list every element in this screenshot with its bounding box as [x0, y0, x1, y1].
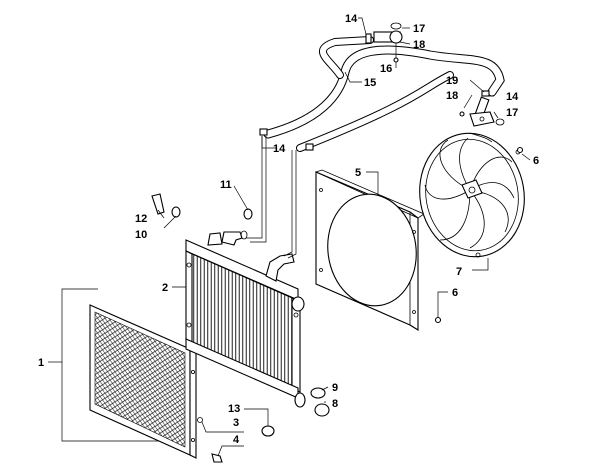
- cooling-fan: [419, 132, 525, 258]
- callout-18-top: 18: [413, 39, 425, 51]
- callout-4: 4: [233, 434, 240, 446]
- callout-3: 3: [233, 417, 239, 429]
- callout-13: 13: [228, 403, 240, 415]
- callout-12: 12: [135, 213, 147, 225]
- callout-10: 10: [135, 229, 147, 241]
- callout-17-right: 17: [506, 107, 518, 119]
- callout-5: 5: [355, 167, 361, 179]
- callout-1-bracket: [48, 288, 190, 442]
- callout-7: 7: [456, 266, 462, 278]
- callout-14-top: 14: [345, 13, 358, 25]
- callout-2: 2: [162, 282, 168, 294]
- callout-19: 19: [446, 75, 458, 87]
- callout-15: 15: [364, 77, 376, 89]
- callout-17-top: 17: [413, 23, 425, 35]
- callout-14-right: 14: [506, 91, 519, 103]
- callout-1: 1: [38, 357, 44, 369]
- thermostat-housing: [459, 96, 505, 127]
- callout-18-right: 18: [446, 90, 458, 102]
- callout-16: 16: [380, 63, 392, 75]
- grille-screen: [89, 304, 197, 459]
- callout-6-top: 6: [533, 155, 539, 167]
- fan-shroud: [314, 169, 425, 331]
- callout-leaders: [157, 17, 531, 457]
- callout-6-bottom: 6: [452, 287, 458, 299]
- callout-labels: 1 2 3 4 5 6 6 7 8 9 10 11 12 13 14 14 14…: [38, 13, 539, 446]
- coolant-hoses: [246, 33, 505, 259]
- hardware-parts: [151, 146, 524, 463]
- callout-11: 11: [220, 179, 232, 191]
- callout-14-middle: 14: [273, 143, 286, 155]
- tee-fitting: [373, 22, 403, 63]
- radiator: [185, 230, 306, 408]
- callout-8: 8: [332, 398, 338, 410]
- callout-9: 9: [332, 382, 338, 394]
